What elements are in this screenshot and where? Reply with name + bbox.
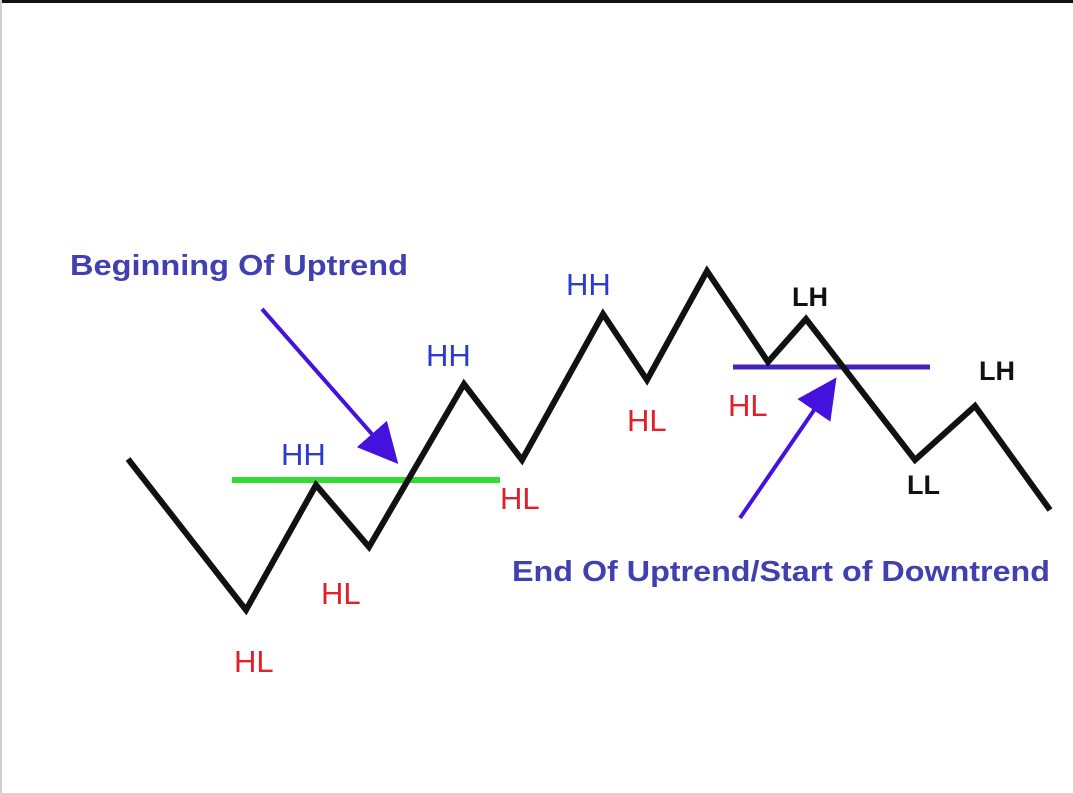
higher-low-label: HL — [728, 388, 768, 423]
lower-high-label: LH — [979, 356, 1015, 386]
price-zigzag-line — [125, 265, 1053, 616]
lower-low-label: LL — [907, 470, 940, 500]
left-border — [0, 0, 2, 793]
higher-low-label: HL — [234, 644, 274, 679]
higher-low-label: HL — [321, 576, 361, 611]
higher-high-label: HH — [281, 437, 326, 472]
beginning-of-uptrend-callout: Beginning Of Uptrend — [70, 250, 408, 282]
beginning-of-uptrend-arrow — [260, 307, 399, 465]
lower-high-label: LH — [792, 282, 828, 312]
end-of-uptrend-arrow — [738, 377, 837, 520]
higher-high-label: HH — [426, 338, 471, 373]
top-border — [0, 0, 1073, 3]
higher-high-label: HH — [566, 267, 611, 302]
end-of-uptrend-callout: End Of Uptrend/Start of Downtrend — [512, 556, 1050, 588]
higher-low-label: HL — [627, 403, 667, 438]
higher-low-label: HL — [500, 481, 540, 516]
